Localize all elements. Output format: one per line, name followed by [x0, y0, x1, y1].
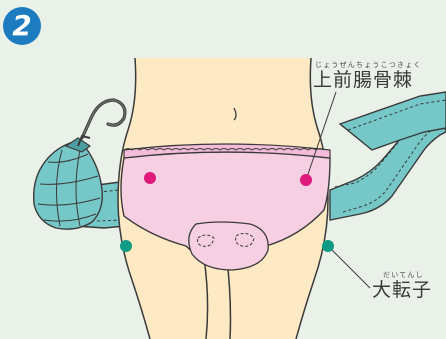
greater-trochanter-label-text: 大転子: [372, 280, 432, 301]
hook-icon: [78, 100, 125, 146]
asis-marker-right: [300, 174, 312, 186]
step-number: 2: [12, 9, 31, 42]
asis-marker-left: [144, 172, 156, 184]
step-number-badge: 2: [3, 7, 41, 45]
belt-right-strap: [330, 92, 446, 220]
trochanter-leader-line: [328, 246, 370, 288]
asis-label-text: 上前腸骨棘: [313, 70, 422, 91]
trochanter-marker-left: [120, 240, 132, 252]
belt-pouch: [34, 138, 103, 229]
asis-label: じょうぜんちょうこつきょく 上前腸骨棘: [313, 61, 422, 91]
greater-trochanter-label: だいてんし 大転子: [372, 271, 432, 301]
trochanter-marker-right: [322, 240, 334, 252]
